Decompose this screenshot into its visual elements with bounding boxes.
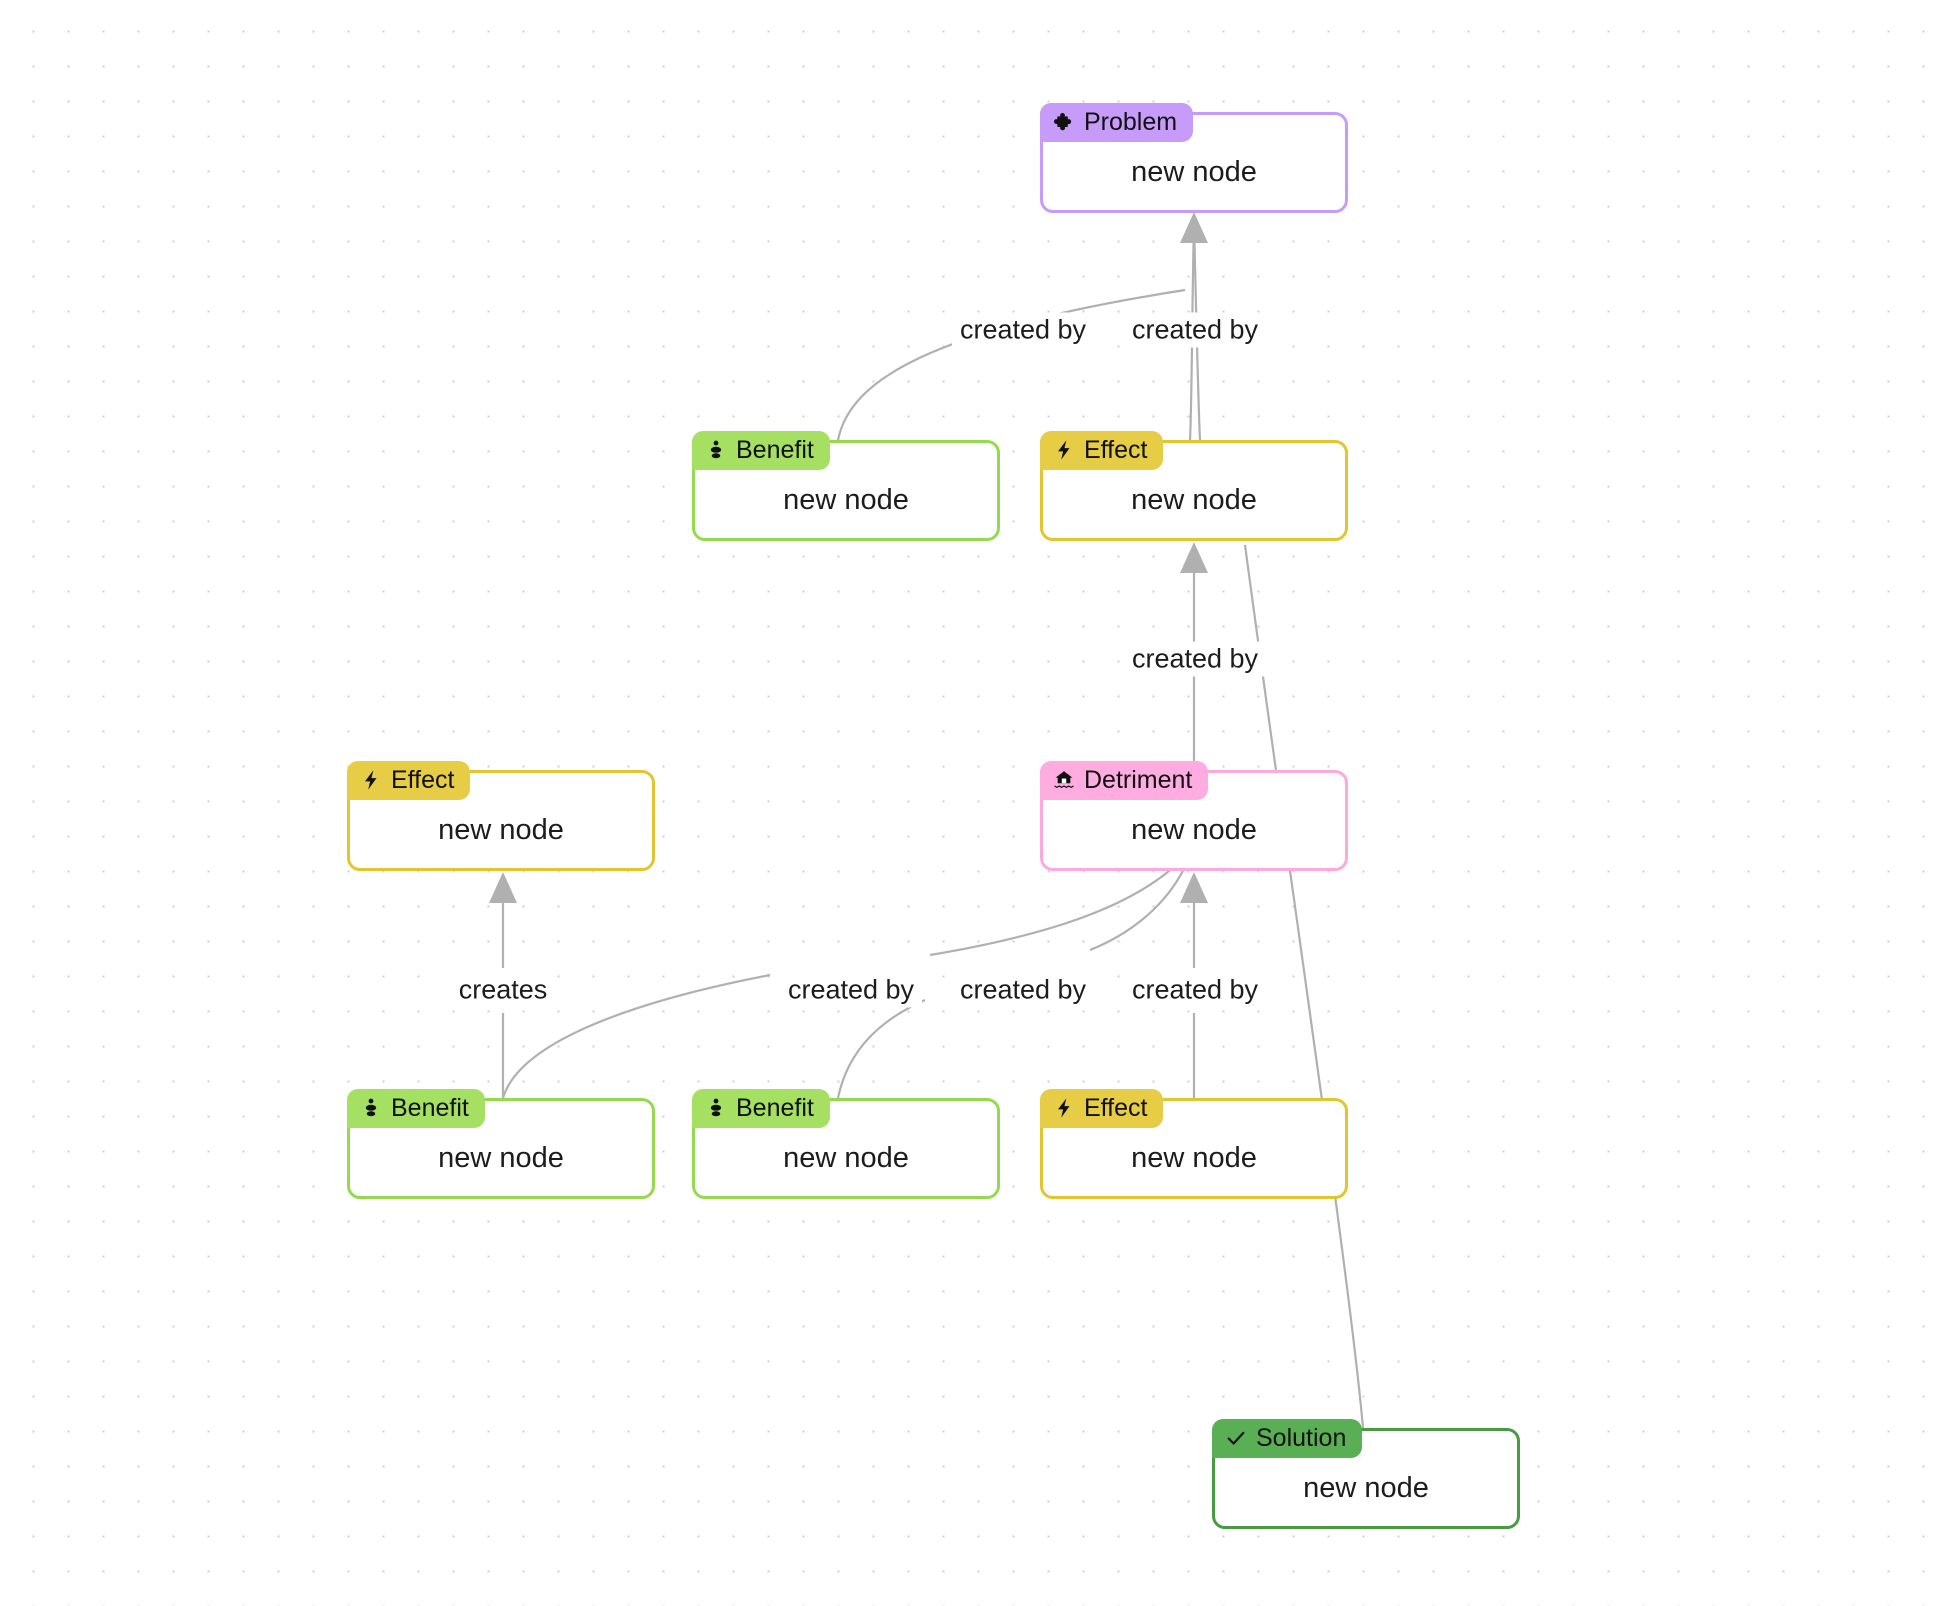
node-title: new node	[1131, 1142, 1257, 1174]
lightning-bolt-icon	[1058, 440, 1070, 460]
node-badge: Detriment	[1040, 761, 1209, 800]
node-title: new node	[1303, 1472, 1429, 1504]
node-badge: Effect	[1040, 431, 1164, 470]
edge-label: created by	[1123, 312, 1267, 348]
sprout-icon	[365, 1099, 377, 1117]
node-title: new node	[438, 1142, 564, 1174]
arrowhead-detriment1	[1180, 872, 1208, 903]
node-badge-label: Problem	[1084, 108, 1178, 136]
edge-label: created by	[951, 312, 1095, 348]
node-effect-2[interactable]: Effect new node	[347, 761, 655, 871]
arrowhead-effect2	[489, 872, 517, 903]
node-badge-label: Effect	[1084, 1094, 1148, 1122]
edge-label: created by	[1123, 972, 1267, 1008]
node-badge: Benefit	[692, 1089, 830, 1128]
node-benefit-2[interactable]: Benefit new node	[347, 1089, 655, 1199]
node-badge-label: Benefit	[736, 436, 814, 464]
node-badge: Solution	[1212, 1419, 1363, 1458]
node-badge-label: Detriment	[1084, 766, 1193, 794]
node-effect-3[interactable]: Effect new node	[1040, 1089, 1348, 1199]
node-title: new node	[1131, 814, 1257, 846]
node-title: new node	[783, 1142, 909, 1174]
node-problem-1[interactable]: Problem new node	[1040, 103, 1348, 213]
node-badge: Effect	[1040, 1089, 1164, 1128]
edge-label: creates	[450, 972, 556, 1008]
lightning-bolt-icon	[1058, 1098, 1070, 1118]
sprout-icon	[710, 441, 722, 459]
arrowhead-effect1	[1180, 542, 1208, 573]
node-title: new node	[438, 814, 564, 846]
node-badge: Benefit	[692, 431, 830, 470]
node-benefit-3[interactable]: Benefit new node	[692, 1089, 1000, 1199]
node-title: new node	[1131, 156, 1257, 188]
node-badge-label: Effect	[391, 766, 455, 794]
arrowhead-problem1	[1180, 212, 1208, 243]
node-solution-1[interactable]: Solution new node	[1212, 1419, 1520, 1529]
puzzle-piece-icon	[1054, 113, 1072, 131]
node-effect-1[interactable]: Effect new node	[1040, 431, 1348, 541]
node-badge: Problem	[1040, 103, 1194, 142]
node-badge: Benefit	[347, 1089, 485, 1128]
node-badge-label: Benefit	[736, 1094, 814, 1122]
node-benefit-1[interactable]: Benefit new node	[692, 431, 1000, 541]
node-badge-label: Benefit	[391, 1094, 469, 1122]
node-badge-label: Effect	[1084, 436, 1148, 464]
flooded-house-icon	[1054, 771, 1074, 789]
node-title: new node	[1131, 484, 1257, 516]
node-title: new node	[783, 484, 909, 516]
sprout-icon	[710, 1099, 722, 1117]
edge-label: created by	[1123, 641, 1267, 677]
lightning-bolt-icon	[365, 770, 377, 790]
edge-benefit3-detriment1	[836, 998, 926, 1099]
node-badge-label: Solution	[1256, 1424, 1347, 1452]
checkmark-icon	[1227, 1432, 1245, 1445]
node-detriment-1[interactable]: Detriment new node	[1040, 761, 1348, 871]
edge-label: created by	[951, 972, 1095, 1008]
edge-label: created by	[779, 972, 923, 1008]
node-badge: Effect	[347, 761, 471, 800]
